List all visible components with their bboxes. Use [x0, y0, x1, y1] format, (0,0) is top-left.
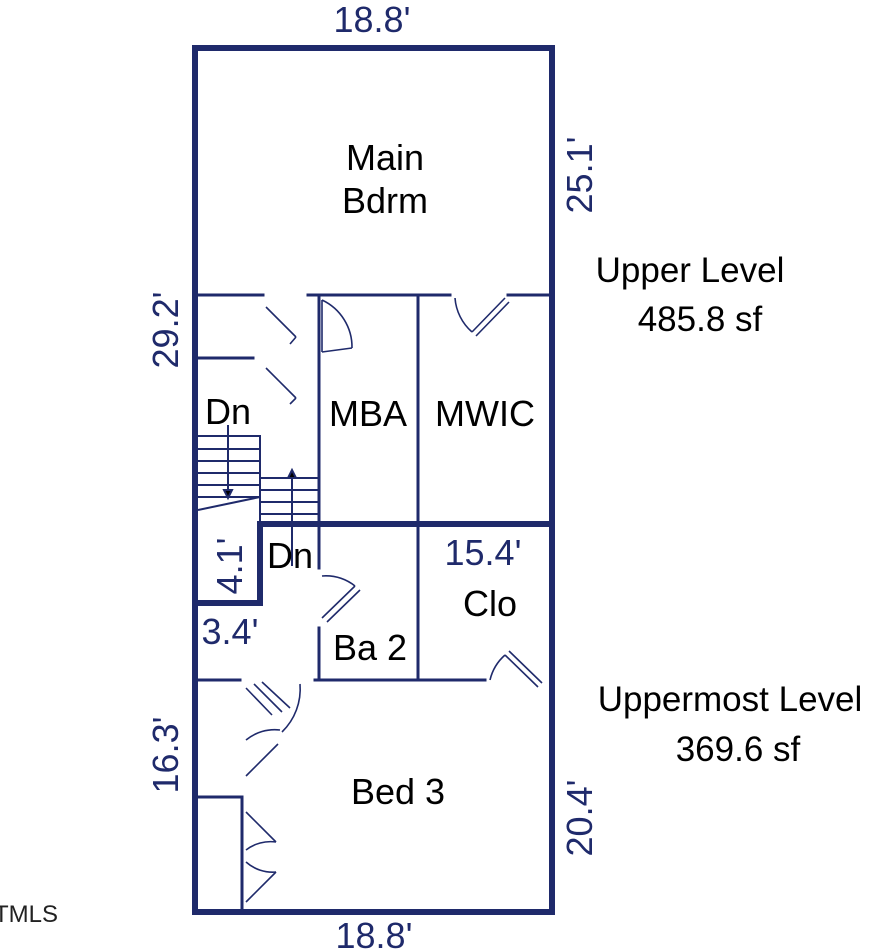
room-mwic: MWIC — [435, 393, 535, 434]
room-main-bdrm-line1: Main — [346, 137, 424, 178]
door-bed3 — [245, 681, 301, 777]
dim-upper-right: 25.1' — [559, 137, 600, 214]
dim-lower-right: 20.4' — [559, 780, 600, 857]
room-main-bdrm-line2: Bdrm — [342, 180, 428, 221]
dim-top-width: 18.8' — [334, 0, 411, 40]
dim-uppermost-width: 15.4' — [445, 532, 522, 573]
level-uppermost-area: 369.6 sf — [676, 730, 801, 769]
door-mwic — [454, 297, 510, 337]
room-clo: Clo — [463, 583, 517, 624]
door-bed3-closet — [245, 811, 277, 903]
stairs-dn-lower: Dn — [267, 535, 313, 576]
stairs-lower — [259, 467, 319, 566]
watermark: TMLS — [0, 901, 58, 928]
room-mba: MBA — [329, 393, 407, 434]
door-bedroom-hall — [265, 306, 297, 405]
level-upper-area: 485.8 sf — [638, 300, 763, 339]
door-clo — [489, 650, 543, 688]
room-bed3: Bed 3 — [351, 771, 445, 812]
stairs-upper — [197, 425, 261, 511]
level-upper-name: Upper Level — [596, 251, 785, 290]
dim-bottom-width: 18.8' — [336, 915, 413, 952]
room-ba2: Ba 2 — [333, 627, 407, 668]
exterior-wall — [192, 45, 555, 915]
stairs-dn-upper: Dn — [205, 391, 251, 432]
door-ba2 — [321, 575, 361, 623]
level-uppermost-name: Uppermost Level — [598, 680, 863, 719]
door-mba — [321, 299, 353, 353]
dim-stair-notch-width: 3.4' — [202, 611, 259, 652]
dim-stair-notch-height: 4.1' — [209, 538, 250, 595]
dim-upper-left: 29.2' — [145, 292, 186, 369]
dim-lower-left: 16.3' — [145, 717, 186, 794]
